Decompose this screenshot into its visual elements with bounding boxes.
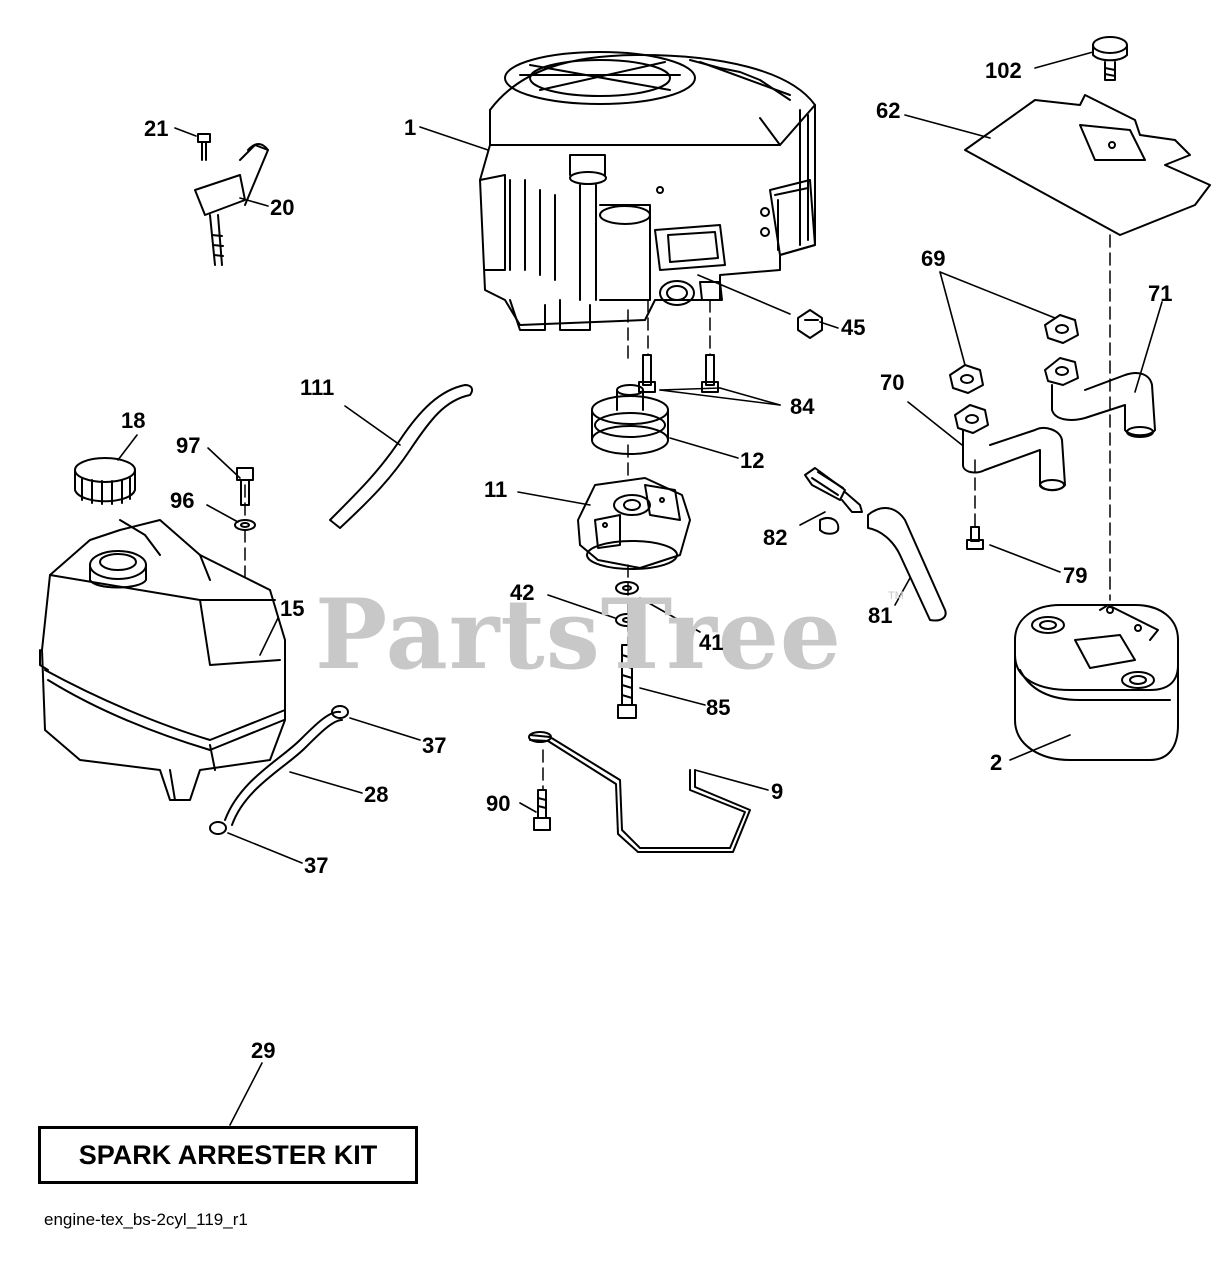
rod-drawing [528, 731, 751, 853]
callout-85: 85 [706, 695, 731, 720]
pipe-70-drawing [954, 404, 1066, 492]
callout-20: 20 [270, 195, 295, 220]
callout-102: 102 [985, 58, 1022, 83]
callout-42: 42 [510, 580, 535, 605]
callout-62: 62 [876, 98, 901, 123]
callout-37-upper: 37 [422, 733, 447, 758]
callout-111: 111 [300, 375, 335, 400]
fuel-cap-drawing [74, 457, 136, 505]
callout-96: 96 [170, 488, 195, 513]
gaskets-drawing [949, 314, 1079, 394]
callout-45: 45 [841, 315, 866, 340]
muffler-drawing [1014, 604, 1179, 761]
callout-69: 69 [921, 246, 946, 271]
callout-15: 15 [280, 596, 305, 621]
bolt-97-drawing [234, 467, 256, 531]
callout-12: 12 [740, 448, 765, 473]
callout-97: 97 [176, 433, 201, 458]
pulley-drawing [591, 384, 669, 455]
bolt-90-drawing [533, 789, 551, 831]
callout-2: 2 [990, 750, 1003, 775]
callout-70: 70 [880, 370, 905, 395]
bolts-84-drawing [638, 354, 719, 393]
washers-drawing [615, 581, 639, 627]
spark-arrester-kit-box: SPARK ARRESTER KIT [38, 1126, 418, 1184]
callout-11: 11 [484, 477, 508, 502]
callout-29: 29 [251, 1038, 276, 1063]
callout-90: 90 [486, 791, 511, 816]
callout-71: 71 [1148, 281, 1173, 306]
callout-1: 1 [404, 115, 417, 140]
drawing-code: engine-tex_bs-2cyl_119_r1 [44, 1210, 248, 1229]
heat-shield-drawing [964, 94, 1211, 236]
leader-lines [117, 51, 1163, 1126]
callout-82: 82 [763, 525, 788, 550]
hose-81-drawing [867, 507, 947, 622]
callout-41: 41 [699, 630, 724, 655]
callout-18: 18 [121, 408, 146, 433]
callout-79: 79 [1063, 563, 1088, 588]
watermark: PartsTree [315, 578, 842, 691]
cap-102-drawing [1092, 36, 1128, 81]
bolt-85-drawing [617, 644, 637, 719]
callout-28: 28 [364, 782, 389, 807]
fuel-tank-drawing [39, 519, 286, 801]
clutch-drawing [577, 477, 691, 570]
bolt-79-drawing [966, 526, 984, 550]
dipstick-drawing [194, 133, 269, 266]
callout-81: 81 [868, 603, 893, 628]
hose-111-drawing [329, 384, 474, 529]
callout-9: 9 [771, 779, 784, 804]
engine-drawing [479, 51, 816, 331]
fuel-line-drawing [209, 705, 349, 835]
fuel-valve-drawing [804, 467, 863, 535]
watermark-trademark: TM [888, 590, 904, 602]
callout-21: 21 [144, 116, 169, 141]
fitting-45-drawing [797, 309, 823, 339]
callout-84: 84 [790, 394, 815, 419]
pipe-71-drawing [1044, 357, 1156, 438]
callout-37-lower: 37 [304, 853, 329, 878]
